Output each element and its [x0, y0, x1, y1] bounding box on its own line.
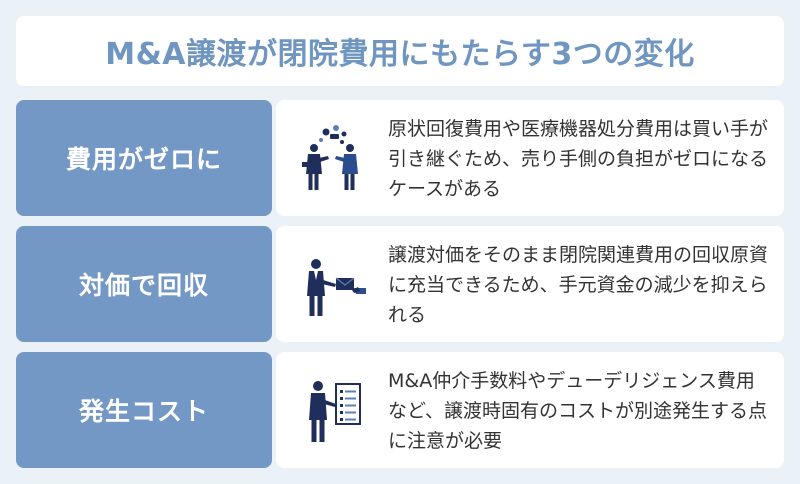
row-label-box: 費用がゼロに [16, 100, 272, 216]
payment-handover-icon [307, 259, 366, 316]
change-row-incurred-cost: 発生コスト M&A仲介手数料やデューデリジェンス費用など、譲渡時固有のコストが別… [16, 352, 784, 468]
change-row-zero-cost: 費用がゼロに 原状回復費用や医療機器処分費用は買い手が引き継ぐため、売り手側の負 [16, 100, 784, 216]
row-description: 譲渡対価をそのまま閉院関連費用の回収原資に充当できるため、手元資金の減少を抑えら… [388, 244, 769, 326]
row-description: 原状回復費用や医療機器処分費用は買い手が引き継ぐため、売り手側の負担がゼロになる… [388, 118, 769, 200]
row-content-box: M&A仲介手数料やデューデリジェンス費用など、譲渡時固有のコストが別途発生する点… [276, 352, 784, 468]
row-label: 発生コスト [78, 397, 209, 426]
change-row-recover-by-price: 対価で回収 譲渡対価をそのまま閉院関連費用の回収原資に充当できるため、手元資金の… [16, 226, 784, 342]
row-description: M&A仲介手数料やデューデリジェンス費用など、譲渡時固有のコストが別途発生する点… [388, 370, 768, 452]
row-content-box: 原状回復費用や医療機器処分費用は買い手が引き継ぐため、売り手側の負担がゼロになる… [276, 100, 784, 216]
checklist-person-icon [309, 381, 361, 442]
row-label-box: 対価で回収 [16, 226, 272, 342]
row-content-box: 譲渡対価をそのまま閉院関連費用の回収原資に充当できるため、手元資金の減少を抑えら… [276, 226, 784, 342]
row-label: 費用がゼロに [65, 145, 222, 174]
row-label: 対価で回収 [78, 271, 209, 300]
row-label-box: 発生コスト [16, 352, 272, 468]
page-title: M&A譲渡が閉院費用にもたらす3つの変化 [105, 37, 695, 72]
handshake-transaction-icon [302, 125, 358, 190]
title-banner: M&A譲渡が閉院費用にもたらす3つの変化 [16, 16, 784, 86]
